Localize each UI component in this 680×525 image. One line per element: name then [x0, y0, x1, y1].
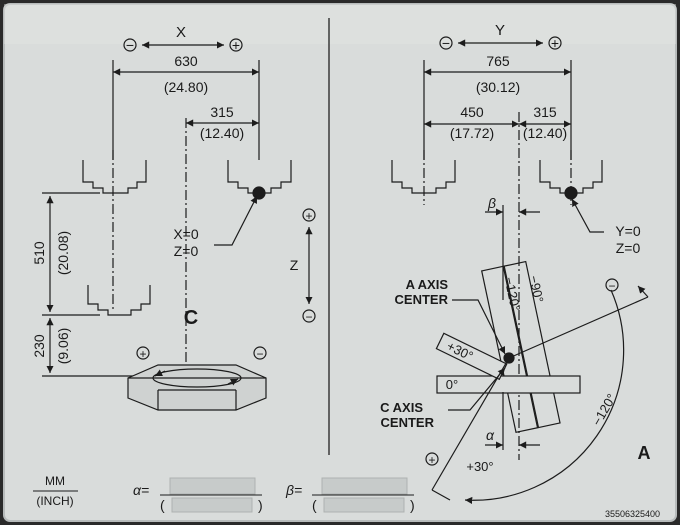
dim-315r-mm: 315 [533, 104, 557, 120]
beta-paren-open: ( [312, 497, 317, 513]
alpha-value-field [169, 477, 256, 495]
angle-minus90: −90° [526, 274, 546, 304]
dim-450-mm: 450 [460, 104, 484, 120]
dim-315-inch: (12.40) [200, 125, 244, 141]
origin-z0-right: Z=0 [616, 240, 641, 256]
arc-plus-circle [425, 452, 439, 466]
arc-minus-circle [605, 278, 619, 292]
y-axis-label: Y [495, 22, 505, 39]
angle-plus30-bottom: +30° [466, 459, 493, 474]
z-plus-circle [302, 208, 316, 222]
tilt-body-90 [503, 260, 561, 429]
table-minus-sign: − [256, 347, 263, 361]
axis-letter-a: A [638, 443, 651, 463]
unit-inch: (INCH) [36, 494, 73, 508]
dim-230-mm: 230 [31, 334, 47, 358]
dim-630-inch: (24.80) [164, 79, 208, 95]
y-minus-sign: − [442, 35, 450, 51]
table-minus-circle [253, 346, 267, 360]
beta-paren-close: ) [410, 497, 415, 513]
beta-equals: β= [285, 482, 302, 498]
dim-510-mm: 510 [31, 241, 47, 265]
dim-315-mm: 315 [210, 104, 234, 120]
plate-background [3, 3, 677, 522]
dim-765-inch: (30.12) [476, 79, 520, 95]
part-number: 35506325400 [605, 509, 660, 519]
y-plus-circle [548, 36, 562, 50]
x-plus-sign: + [232, 37, 240, 53]
right-panel [391, 36, 649, 505]
y-minus-circle [439, 36, 453, 50]
x-axis-label: X [176, 24, 186, 41]
spindle-head-lower [87, 285, 151, 316]
x-minus-circle [123, 38, 137, 52]
zero-degree-bar [436, 375, 581, 394]
beta-symbol: β [487, 195, 496, 211]
alpha-paren-open: ( [160, 497, 165, 513]
z-axis-label: Z [290, 257, 299, 273]
arc-plus-sign: + [428, 453, 435, 467]
table-c-label: C [184, 307, 198, 329]
table-plus-sign: + [139, 347, 146, 361]
a-axis-center-line2: CENTER [395, 292, 449, 307]
arc-minus-sign: − [608, 279, 615, 293]
y-plus-sign: + [551, 35, 559, 51]
alpha-equals: α= [133, 482, 149, 498]
dim-450-inch: (17.72) [450, 125, 494, 141]
alpha-paren-close: ) [258, 497, 263, 513]
dim-230-inch: (9.06) [55, 328, 71, 365]
table-plus-circle [136, 346, 150, 360]
z-minus-sign: − [305, 310, 312, 324]
origin-x0: X=0 [173, 226, 199, 242]
dim-510-inch: (20.08) [55, 231, 71, 275]
table-rotation-arrow [152, 368, 242, 388]
angle-zero: 0° [446, 377, 458, 392]
angle-minus120-tilt: −120° [501, 276, 523, 313]
x-minus-sign: − [126, 37, 134, 53]
dim-765-mm: 765 [486, 53, 510, 69]
a-axis-arc [464, 289, 625, 505]
origin-y0: Y=0 [615, 223, 641, 239]
dim-315r-inch: (12.40) [523, 125, 567, 141]
origin-z0: Z=0 [174, 243, 199, 259]
x-plus-circle [229, 38, 243, 52]
z-minus-circle [302, 309, 316, 323]
alpha-inch-field [171, 497, 253, 513]
dim-630-mm: 630 [174, 53, 198, 69]
a-axis-center-line1: A AXIS [406, 277, 449, 292]
beta-value-field [321, 477, 408, 495]
spindle-head-top-left [82, 160, 147, 194]
unit-mm: MM [45, 474, 65, 488]
left-panel [42, 38, 316, 411]
beta-inch-field [323, 497, 405, 513]
c-axis-center-line1: C AXIS [380, 400, 423, 415]
alpha-symbol: α [486, 427, 495, 443]
z-plus-sign: + [305, 209, 312, 223]
footer: MM (INCH) α= ( ) β= ( ) 35506325400 [33, 474, 660, 519]
c-axis-center-line2: CENTER [381, 415, 435, 430]
